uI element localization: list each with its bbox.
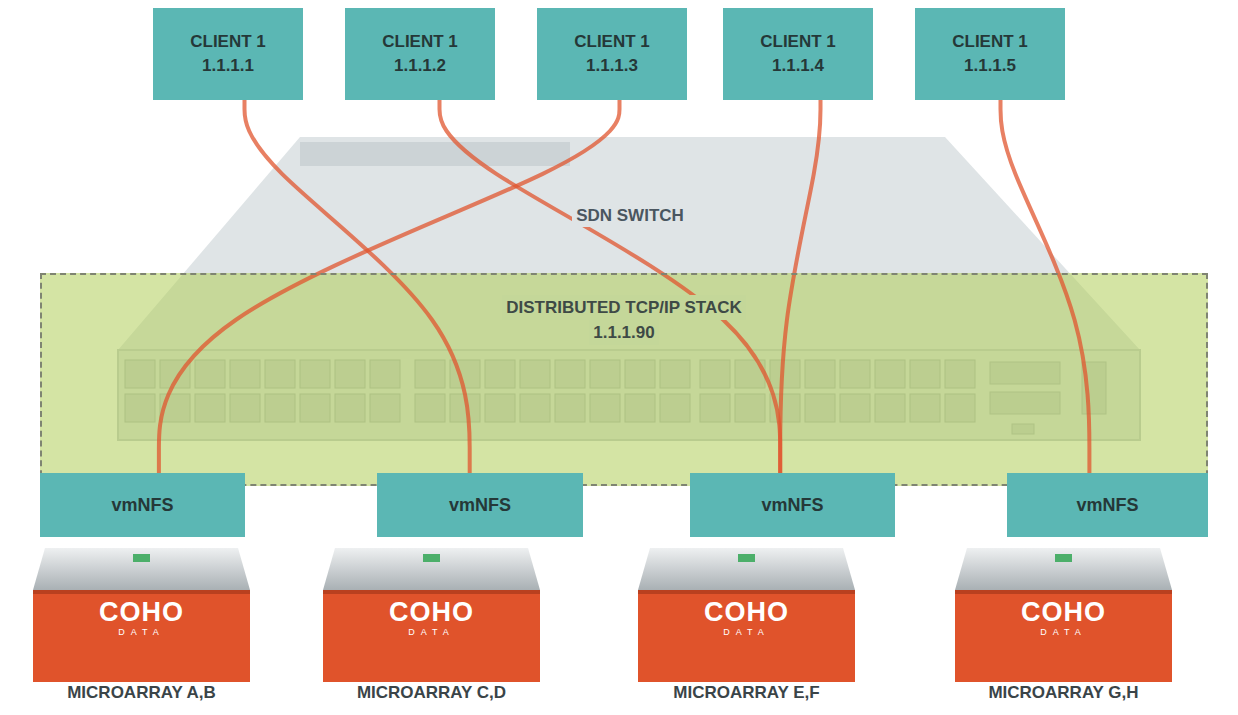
logo-subtext: DATA — [323, 626, 540, 638]
node-text: vmNFS — [761, 493, 823, 517]
chassis-front — [323, 590, 540, 682]
chassis-top — [638, 548, 855, 590]
chassis-top — [33, 548, 250, 590]
chassis-edge — [323, 590, 540, 594]
vmnfs-box: vmNFS — [690, 473, 895, 537]
microarray-label: MICROARRAY C,D — [323, 682, 540, 704]
status-light — [423, 554, 440, 562]
client-box: CLIENT 11.1.1.5 — [915, 8, 1065, 100]
logo-text: COHO — [323, 598, 540, 626]
ip-address: 1.1.1.2 — [394, 54, 446, 78]
logo-text: COHO — [638, 598, 855, 626]
client-name: CLIENT 1 — [574, 30, 650, 54]
chassis-edge — [955, 590, 1172, 594]
microarray: COHODATA MICROARRAY A,B — [33, 548, 250, 712]
vmnfs-box: vmNFS — [377, 473, 583, 537]
node-text: 1.1.1.90 — [589, 320, 658, 345]
switch-top-panel — [300, 142, 570, 166]
microarray: COHODATA MICROARRAY G,H — [955, 548, 1172, 712]
logo-text: COHO — [955, 598, 1172, 626]
network-connection — [1001, 100, 1090, 473]
status-light — [133, 554, 150, 562]
logo-subtext: DATA — [33, 626, 250, 638]
ip-address: 1.1.1.3 — [586, 54, 638, 78]
ip-address: 1.1.1.5 — [964, 54, 1016, 78]
client-name: CLIENT 1 — [190, 30, 266, 54]
microarray: COHODATA MICROARRAY E,F — [638, 548, 855, 712]
client-name: CLIENT 1 — [952, 30, 1028, 54]
node-text: DISTRIBUTED TCP/IP STACK — [502, 295, 746, 320]
logo-subtext: DATA — [638, 626, 855, 638]
microarray-label: MICROARRAY A,B — [33, 682, 250, 704]
client-box: CLIENT 11.1.1.1 — [153, 8, 303, 100]
client-name: CLIENT 1 — [382, 30, 458, 54]
ip-address: 1.1.1.1 — [202, 54, 254, 78]
status-light — [1055, 554, 1072, 562]
microarray: COHODATA MICROARRAY C,D — [323, 548, 540, 712]
chassis-top — [323, 548, 540, 590]
node-text: vmNFS — [1076, 493, 1138, 517]
microarray-label: MICROARRAY E,F — [638, 682, 855, 704]
sdn-switch: SDN SWITCH — [120, 137, 1140, 440]
network-connection — [780, 100, 820, 473]
chassis-front — [33, 590, 250, 682]
chassis-edge — [33, 590, 250, 594]
node-text: vmNFS — [111, 493, 173, 517]
status-light — [738, 554, 755, 562]
stack-region-fill — [40, 273, 1208, 486]
client-box: CLIENT 11.1.1.3 — [537, 8, 687, 100]
microarray-label: MICROARRAY G,H — [955, 682, 1172, 704]
network-connection — [440, 100, 781, 473]
chassis-edge — [638, 590, 855, 594]
logo-text: COHO — [33, 598, 250, 626]
vmnfs-box: vmNFS — [40, 473, 245, 537]
chassis-front — [955, 590, 1172, 682]
client-name: CLIENT 1 — [760, 30, 836, 54]
node-text: vmNFS — [449, 493, 511, 517]
chassis-front — [638, 590, 855, 682]
vmnfs-box: vmNFS — [1007, 473, 1208, 537]
client-box: CLIENT 11.1.1.4 — [723, 8, 873, 100]
network-connection — [245, 100, 470, 473]
client-box: CLIENT 11.1.1.2 — [345, 8, 495, 100]
logo-subtext: DATA — [955, 626, 1172, 638]
ip-address: 1.1.1.4 — [772, 54, 824, 78]
node-text: SDN SWITCH — [572, 205, 688, 227]
tcp-stack-region: DISTRIBUTED TCP/IP STACK1.1.1.90 — [40, 273, 1208, 486]
chassis-top — [955, 548, 1172, 590]
network-connection — [159, 100, 620, 473]
